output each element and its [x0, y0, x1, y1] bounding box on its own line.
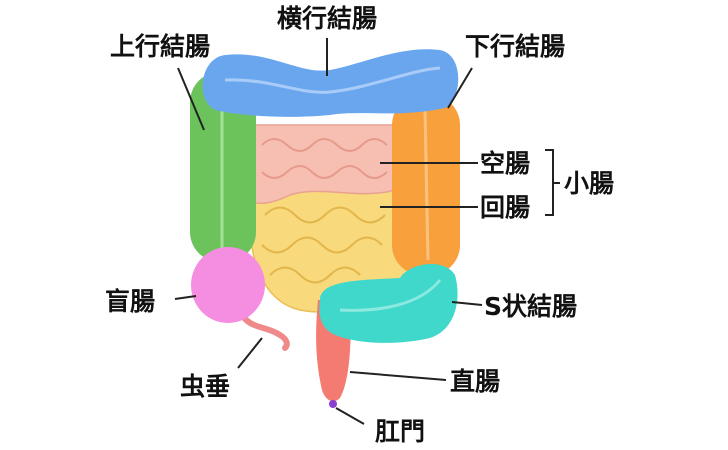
label-ileum: 回腸 — [480, 193, 530, 222]
label-transverse-colon: 横行結腸 — [277, 4, 377, 33]
label-ascending-colon: 上行結腸 — [110, 32, 210, 61]
label-jejunum: 空腸 — [480, 149, 530, 178]
label-small-intestine: 小腸 — [564, 169, 614, 198]
cecum-shape — [191, 247, 265, 323]
descending-highlight — [423, 109, 430, 261]
label-anus: 肛門 — [375, 417, 425, 446]
label-rectum: 直腸 — [450, 367, 500, 396]
leader-lines — [174, 38, 560, 425]
label-appendix: 虫垂 — [180, 372, 230, 401]
sigmoid-colon-shape — [319, 263, 458, 343]
label-cecum: 盲腸 — [105, 287, 155, 316]
label-descending-colon: 下行結腸 — [465, 32, 565, 61]
jejunum-shape — [249, 124, 402, 205]
appendix-shape — [237, 309, 290, 351]
anus-dot — [329, 400, 337, 408]
label-sigmoid-colon: S状結腸 — [484, 292, 577, 321]
sigmoid-highlight — [339, 279, 442, 312]
transverse-colon-shape — [202, 49, 459, 117]
jejunum-folds — [261, 138, 388, 179]
ileum-folds — [261, 206, 386, 284]
transverse-highlight — [224, 66, 441, 94]
